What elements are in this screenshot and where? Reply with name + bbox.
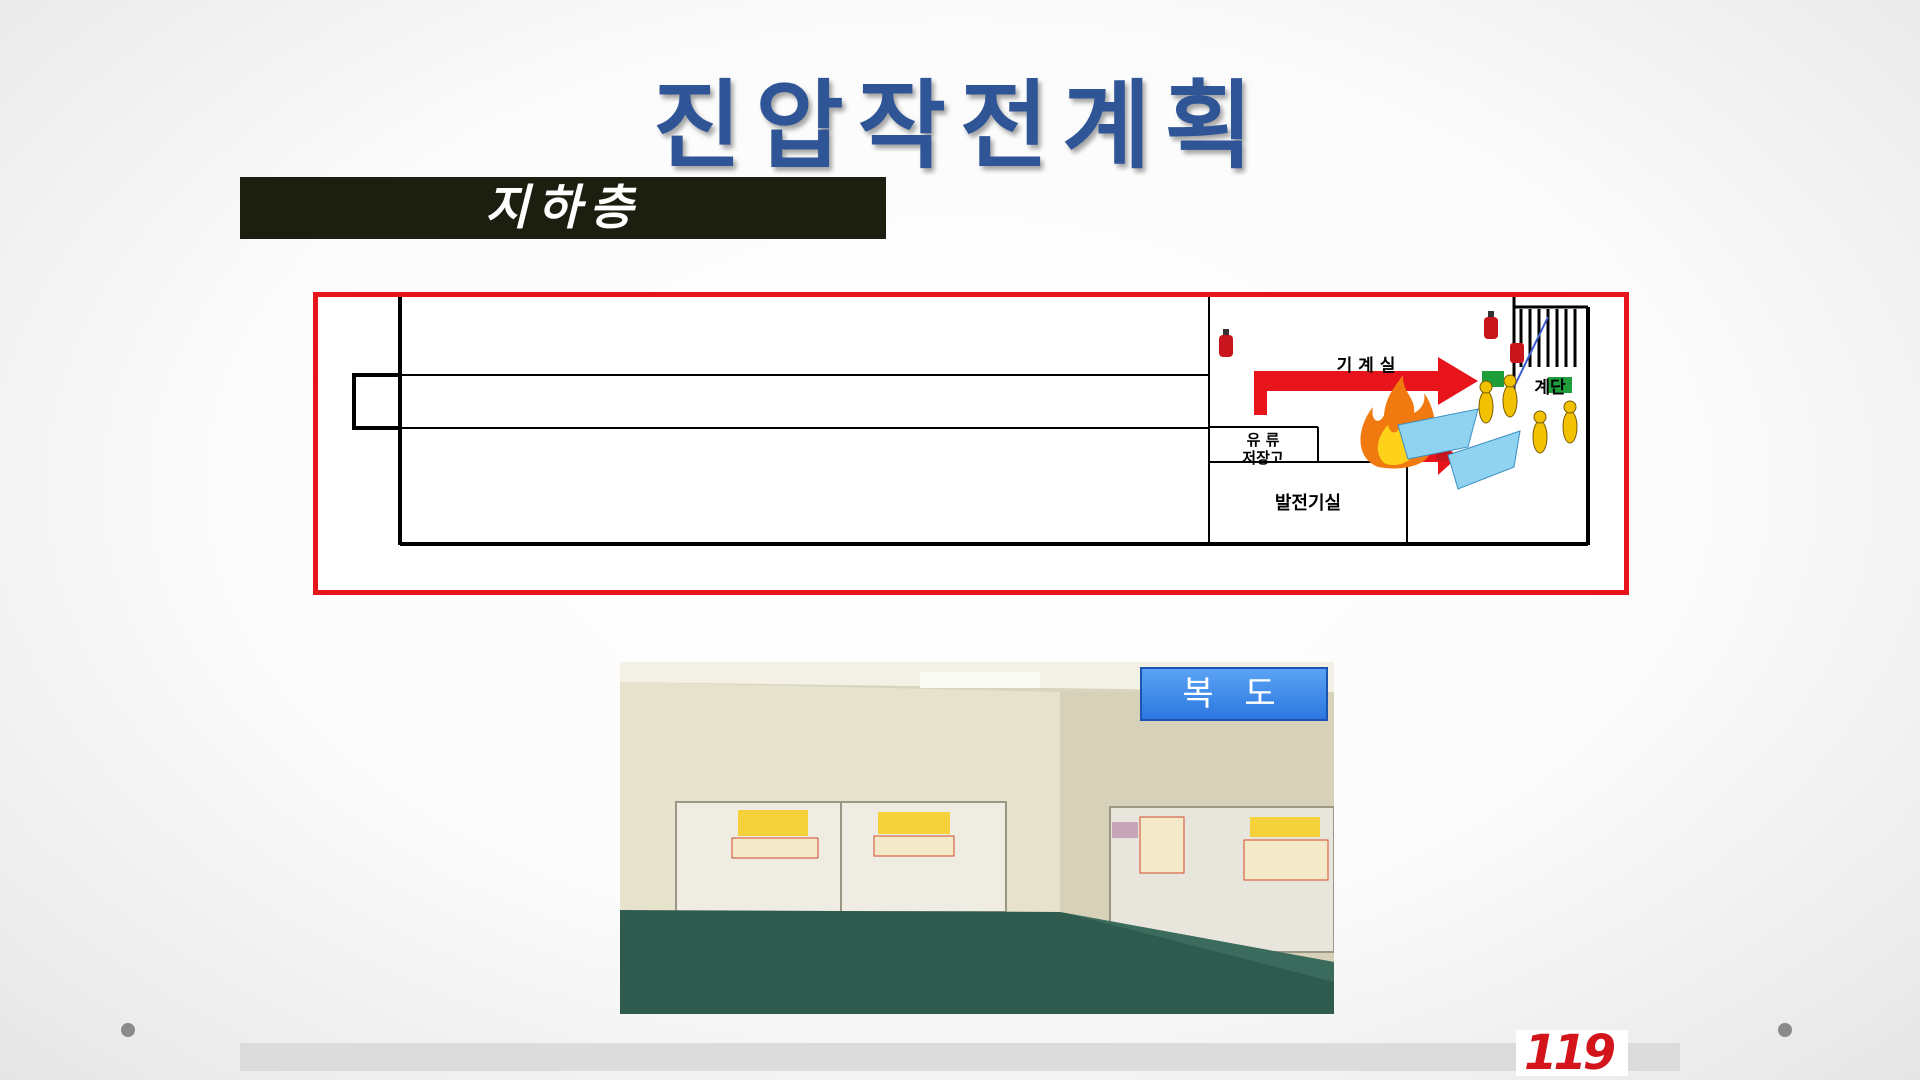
- corridor-photo: 복 도: [620, 662, 1334, 1014]
- oil-storage-label-line2: 저장고: [1242, 449, 1284, 467]
- stairs-label: 계단: [1534, 378, 1566, 398]
- right-dot: [1778, 1023, 1792, 1037]
- floor-plan-diagram: 기 계 실 계단 유 류 저장고 발전기실: [352, 297, 1590, 546]
- firefighter-icon: [1478, 374, 1578, 454]
- oil-storage-label-line1: 유 류: [1247, 431, 1280, 449]
- floor-label: 지하층: [484, 180, 642, 236]
- entrance-stub: [352, 373, 402, 430]
- logo-119: 119: [1516, 1030, 1628, 1076]
- floor-label-bar: 지하층: [240, 177, 886, 239]
- left-dot: [121, 1023, 135, 1037]
- stair-treads: [1513, 309, 1577, 388]
- machine-room-label: 기 계 실: [1337, 356, 1396, 376]
- photo-badge: 복 도: [1140, 667, 1328, 721]
- generator-room-label: 발전기실: [1275, 493, 1341, 514]
- logo-119-text: 119: [1524, 1030, 1616, 1076]
- slide-title: 진압작전계획: [653, 70, 1267, 182]
- water-spray-icon: [1397, 408, 1521, 490]
- floor-plan-frame: 기 계 실 계단 유 류 저장고 발전기실: [313, 292, 1629, 595]
- footer-bar: [240, 1043, 1680, 1071]
